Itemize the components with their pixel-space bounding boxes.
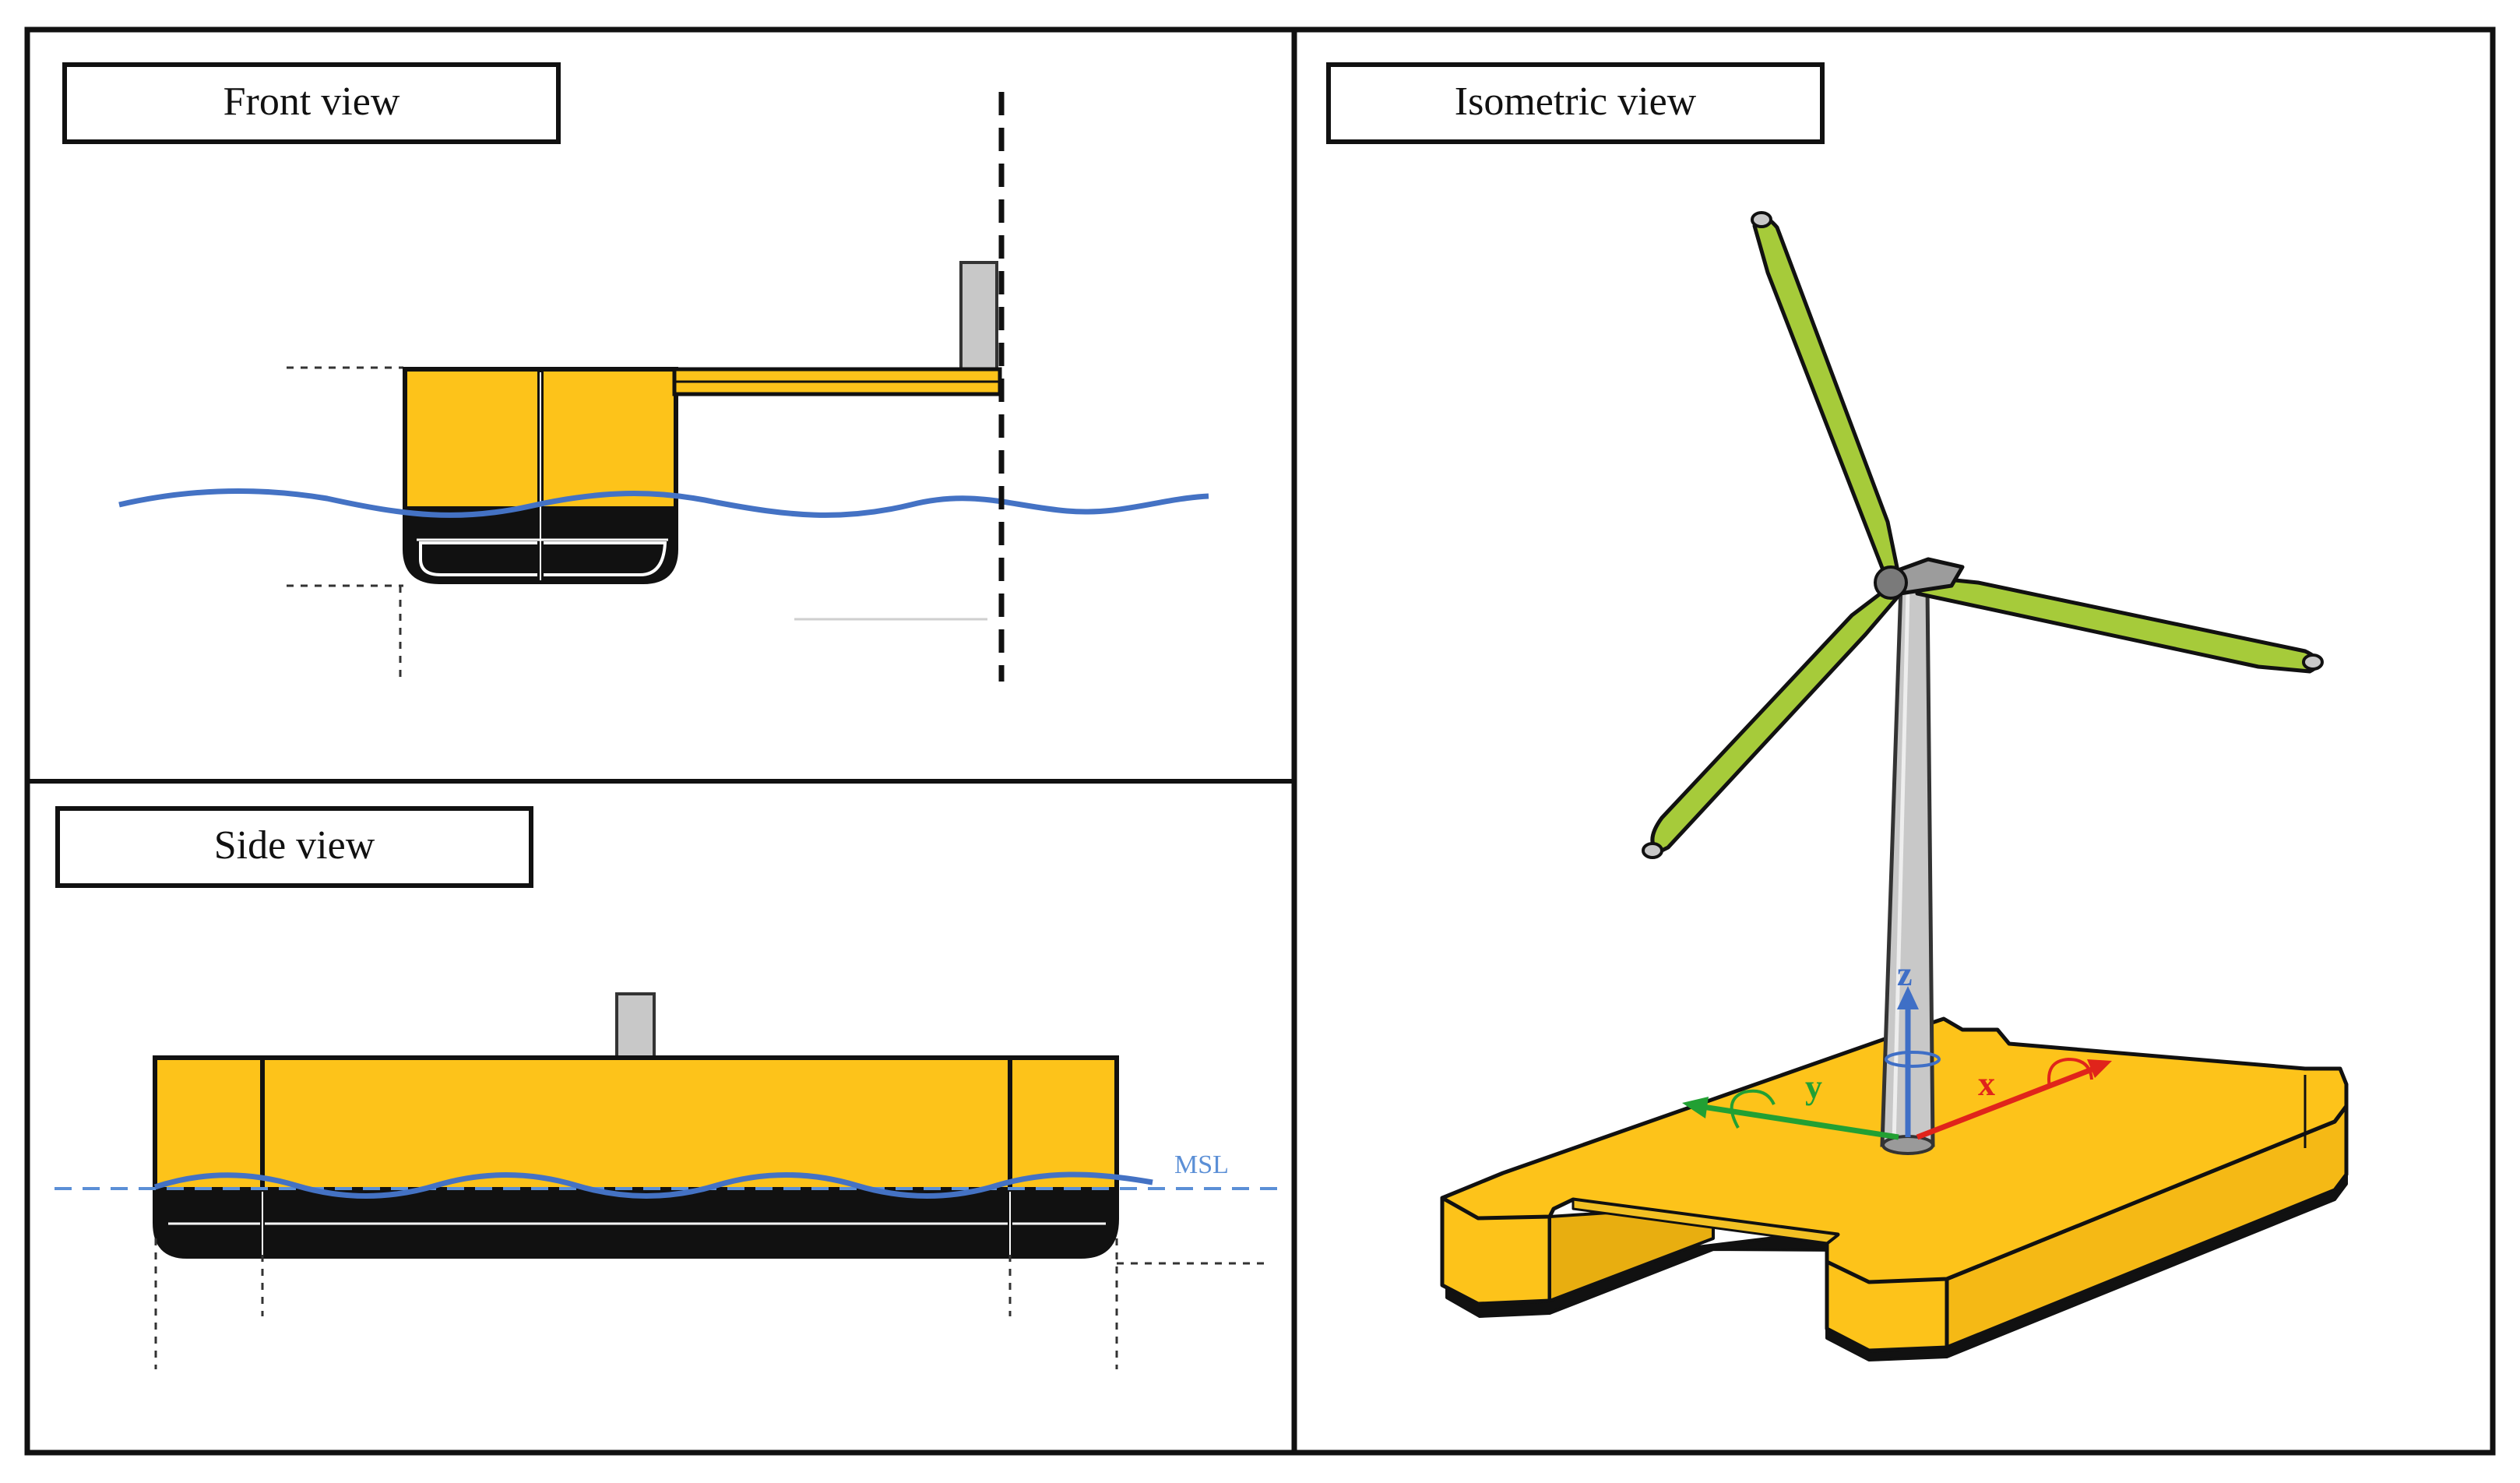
x-axis-arrow xyxy=(1916,1064,2099,1140)
front-water-line xyxy=(118,488,1209,518)
front-pontoon-arm xyxy=(672,367,1002,396)
y-axis-label: y xyxy=(1805,1068,1822,1106)
isometric-view-title: Isometric view xyxy=(1455,79,1697,124)
front-dimension-guides xyxy=(287,366,403,682)
front-tower xyxy=(959,261,998,375)
x-axis-label: x xyxy=(1978,1065,1995,1103)
msl-label: MSL xyxy=(1174,1150,1229,1179)
side-dimension-guides xyxy=(154,1238,1269,1369)
side-view-panel: Side view MSL xyxy=(55,806,1277,1369)
side-water-line xyxy=(153,1171,1153,1199)
front-view-panel: Front view xyxy=(62,62,1209,682)
side-hull xyxy=(153,1055,1119,1259)
coordinate-axes: z y x xyxy=(1682,955,2112,1140)
z-rotation-arrow xyxy=(1885,1051,1941,1068)
blade-right xyxy=(1915,574,2320,674)
side-tower xyxy=(615,992,656,1059)
side-view-title-box: Side view xyxy=(55,806,533,888)
front-view-title: Front view xyxy=(223,79,400,124)
blade-upper xyxy=(1752,216,1901,580)
blade-lower-left xyxy=(1650,583,1901,854)
isometric-view-panel: Isometric view xyxy=(1326,62,2349,1361)
hub xyxy=(1874,565,1908,600)
isometric-rotor xyxy=(1642,211,2324,859)
front-hull xyxy=(403,367,678,584)
z-axis-label: z xyxy=(1897,955,1913,993)
y-rotation-arrow xyxy=(1730,1089,1776,1129)
x-rotation-arrow xyxy=(2047,1057,2093,1088)
side-view-title: Side view xyxy=(214,823,375,868)
isometric-view-title-box: Isometric view xyxy=(1326,62,1825,144)
figure-frame xyxy=(24,26,2496,1456)
front-view-title-box: Front view xyxy=(62,62,561,144)
